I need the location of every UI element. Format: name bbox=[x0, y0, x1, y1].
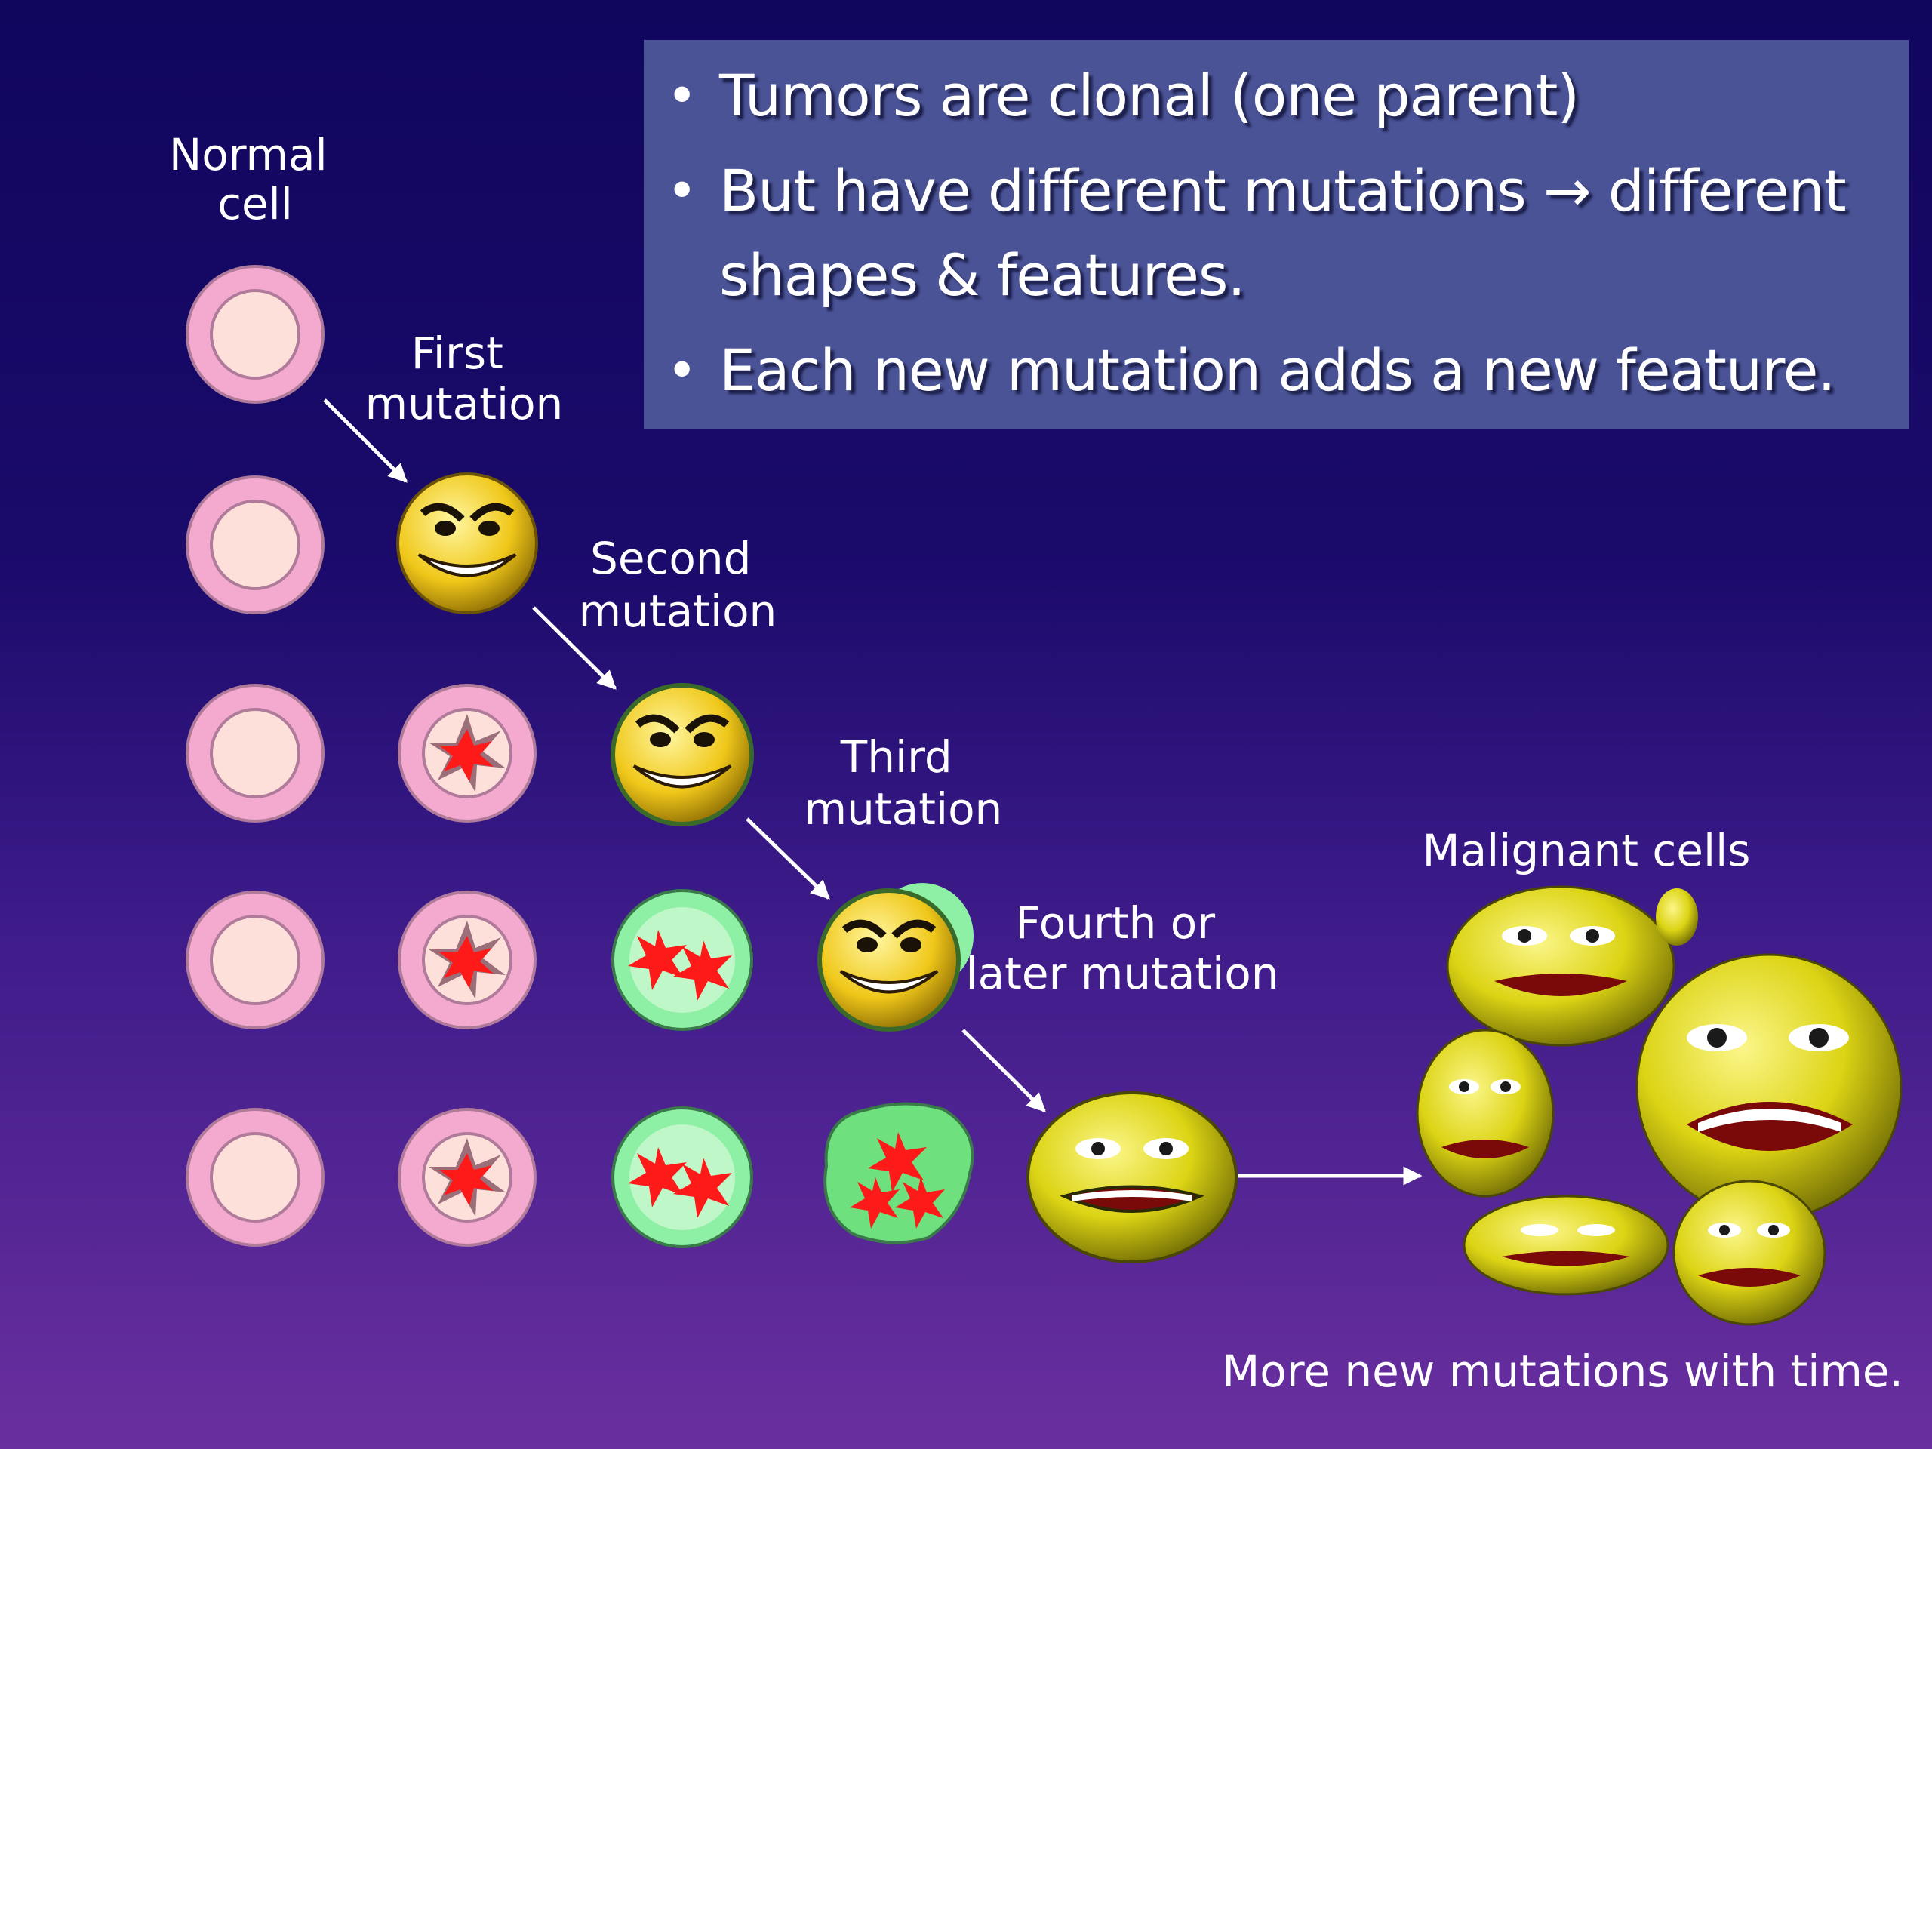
second-mutation-column bbox=[611, 683, 754, 1248]
cell-progression-diagram: Normal cell First mutation Second mutati… bbox=[169, 129, 1903, 1397]
mutated-cell-star bbox=[398, 1108, 537, 1247]
arrow-1 bbox=[323, 398, 408, 483]
malignant-face bbox=[1635, 953, 1903, 1220]
bullet-text: Each new mutation adds a new feature. bbox=[719, 337, 1836, 404]
mutated-cell-star bbox=[398, 684, 537, 823]
third-mutation-column bbox=[817, 883, 974, 1244]
bullet-list-box: • Tumors are clonal (one parent) • But h… bbox=[644, 40, 1909, 429]
normal-cell bbox=[186, 891, 325, 1029]
progression-arrows bbox=[323, 398, 1423, 1186]
bullet-dot-icon: • bbox=[666, 160, 698, 222]
grinning-face-cell bbox=[817, 883, 974, 1032]
fourth-mutation-face bbox=[1026, 1091, 1238, 1263]
bullet-text: But have different mutations → different… bbox=[719, 157, 1847, 309]
malignant-cells-cluster bbox=[1416, 885, 1903, 1326]
grinning-face-cell bbox=[611, 683, 754, 826]
first-mutation-column bbox=[396, 472, 538, 1247]
malignant-face bbox=[1416, 1029, 1555, 1198]
arrow-3 bbox=[746, 817, 830, 900]
label-third-mutation: Third mutation bbox=[804, 731, 1003, 835]
arrow-4 bbox=[961, 1029, 1046, 1112]
mutated-cell-star bbox=[398, 891, 537, 1029]
malignant-face bbox=[1463, 1195, 1669, 1296]
malignant-face bbox=[1446, 885, 1675, 1047]
grinning-face-cell bbox=[396, 472, 538, 614]
normal-cell bbox=[186, 684, 325, 823]
normal-cell bbox=[186, 265, 325, 404]
label-fourth-mutation: Fourth or later mutation bbox=[965, 897, 1278, 999]
bullet-item: • Each new mutation adds a new feature. bbox=[660, 328, 1878, 413]
bullet-text: Tumors are clonal (one parent) bbox=[719, 62, 1580, 129]
bullet-dot-icon: • bbox=[666, 340, 698, 401]
bullet-item: • Tumors are clonal (one parent) bbox=[660, 54, 1878, 138]
arrow-2 bbox=[532, 606, 617, 690]
caption-more-mutations: More new mutations with time. bbox=[1222, 1346, 1903, 1397]
bullet-item: • But have different mutations → differe… bbox=[660, 149, 1878, 318]
green-cell-two-stars bbox=[611, 889, 753, 1031]
label-malignant-cells: Malignant cells bbox=[1423, 825, 1751, 876]
label-first-mutation: First mutation bbox=[365, 328, 564, 429]
normal-cell bbox=[186, 475, 325, 614]
label-second-mutation: Second mutation bbox=[579, 533, 777, 637]
malignant-face bbox=[1656, 888, 1698, 946]
label-normal-cell: Normal cell bbox=[169, 129, 341, 229]
normal-cells-column bbox=[186, 265, 325, 1247]
malignant-face bbox=[1672, 1180, 1826, 1326]
green-cell-two-stars bbox=[611, 1106, 753, 1248]
bullet-dot-icon: • bbox=[666, 65, 698, 127]
slide: Normal cell First mutation Second mutati… bbox=[0, 0, 1932, 1449]
normal-cell bbox=[186, 1108, 325, 1247]
irregular-green-cell bbox=[823, 1102, 974, 1244]
